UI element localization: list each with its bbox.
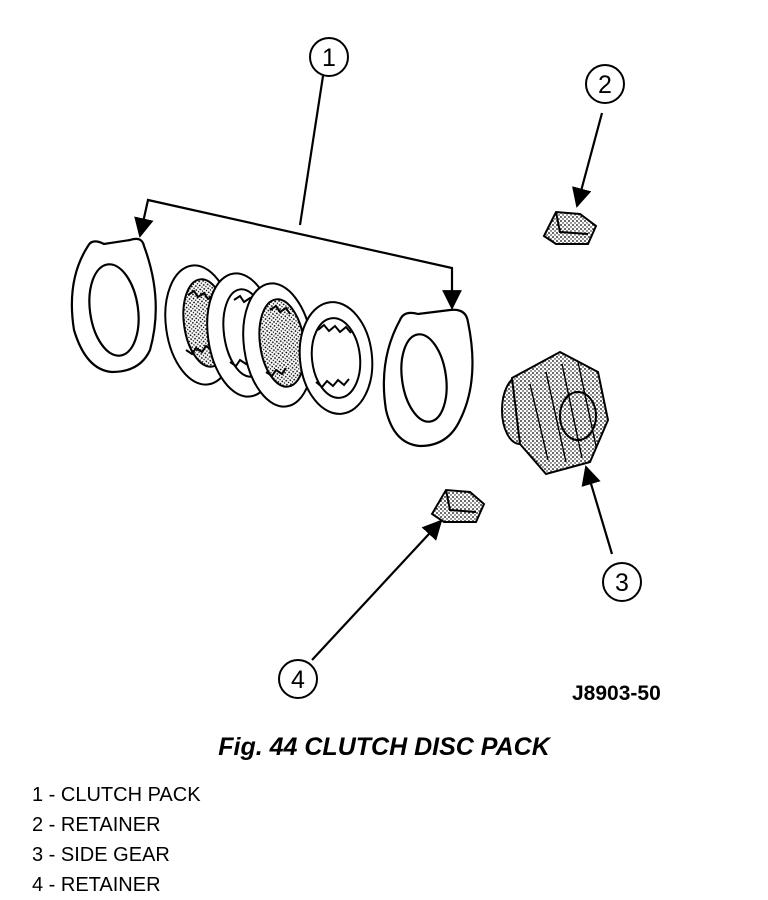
callout-1-circle — [309, 37, 349, 77]
callout-1-leader — [298, 75, 325, 226]
callout-2-leader — [572, 112, 604, 208]
callout-1-label: 1 — [322, 44, 336, 72]
retainer-bottom — [430, 488, 486, 523]
callout-2-circle — [585, 64, 625, 104]
parts-legend: 1 - CLUTCH PACK 2 - RETAINER 3 - SIDE GE… — [32, 780, 201, 900]
clutch-disc-pack-diagram: 1 2 3 4 — [70, 37, 661, 705]
callout-3-leader — [581, 465, 614, 555]
callout-2-label: 2 — [598, 71, 612, 99]
callout-3: 3 — [581, 465, 642, 602]
figure-caption: Fig. 44 CLUTCH DISC PACK — [218, 733, 550, 761]
callout-4-leader — [311, 519, 443, 661]
callout-1-bracket — [134, 198, 462, 310]
callout-1: 1 — [134, 37, 462, 310]
legend-item-4: 4 - RETAINER — [32, 874, 161, 896]
legend-item-2: 2 - RETAINER — [32, 814, 161, 836]
left-steel-plate — [70, 237, 157, 374]
callout-2: 2 — [572, 64, 625, 208]
legend-item-1: 1 - CLUTCH PACK — [32, 784, 201, 806]
callout-4-circle — [278, 659, 318, 699]
friction-disc-stack — [164, 264, 374, 415]
side-gear — [501, 350, 610, 476]
callout-3-label: 3 — [615, 569, 629, 597]
drawing-code: J8903-50 — [572, 682, 661, 705]
callout-4: 4 — [278, 519, 443, 699]
callout-4-label: 4 — [291, 666, 305, 694]
callout-3-circle — [602, 562, 642, 602]
retainer-top — [542, 210, 598, 245]
legend-item-3: 3 - SIDE GEAR — [32, 844, 170, 866]
right-steel-plate — [382, 308, 474, 448]
